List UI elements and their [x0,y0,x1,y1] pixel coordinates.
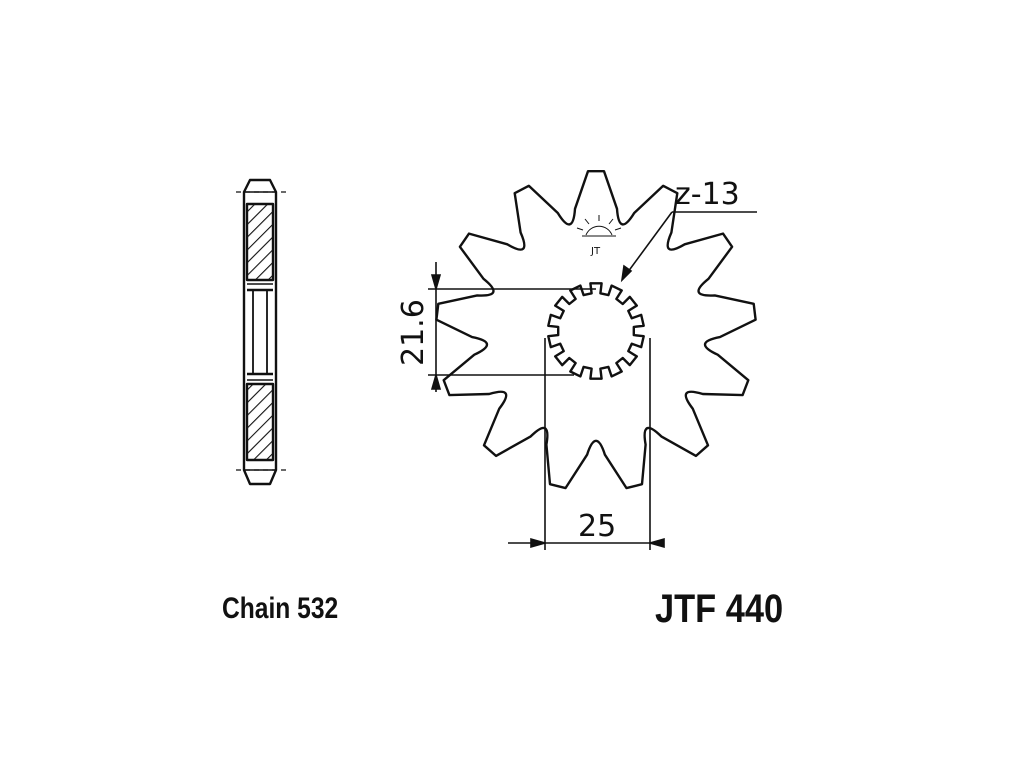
sprocket-outline [435,170,757,490]
spline-width-label: 25 [578,509,616,544]
side-view-outline [242,178,278,486]
dimension-bore-height [428,262,596,392]
dimension-spline-width [508,338,665,550]
front-view [435,170,757,490]
side-view [236,178,288,486]
spline-bore [547,282,645,380]
side-view-hatch-upper [245,202,275,282]
manufacturer-sun-mark-icon [576,215,622,237]
chain-caption: Chain 532 [222,592,339,625]
bore-height-label: 21.6 [396,299,431,366]
part-number-caption: JTF 440 [655,587,784,631]
teeth-count-label: z-13 [675,177,740,212]
side-view-hatch-lower [245,382,275,462]
teeth-leader [620,211,757,283]
manufacturer-mark: JT [590,246,601,257]
